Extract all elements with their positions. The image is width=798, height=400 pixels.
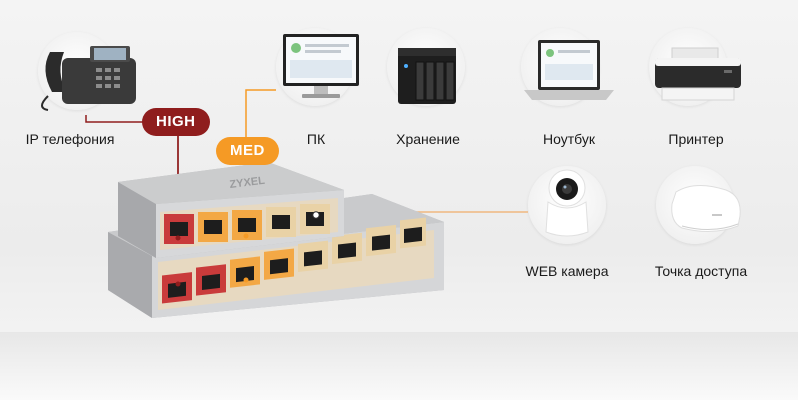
ip-phone-icon: [41, 46, 136, 111]
printer-icon: [655, 47, 741, 101]
printer-label: Принтер: [668, 131, 724, 147]
access-point-label: Точка доступа: [654, 263, 748, 279]
high-priority-badge: HIGH: [142, 108, 210, 136]
laptop-label: Ноутбук: [543, 131, 595, 147]
web-camera-label: WEB камера: [525, 263, 609, 279]
access-point-icon: [671, 185, 741, 232]
laptop-icon: [524, 40, 614, 100]
switch-logo: ZYXEL: [229, 175, 266, 191]
pc-icon: [283, 34, 359, 98]
web-camera-icon: [545, 169, 589, 237]
floor: [0, 332, 798, 400]
switch-top: ZYXEL: [118, 162, 344, 258]
storage-label: Хранение: [396, 131, 460, 147]
ip-phone-label: IP телефония: [25, 131, 115, 147]
pc-label: ПК: [306, 131, 326, 147]
med-priority-badge: MED: [216, 137, 279, 165]
storage-icon: [398, 48, 456, 104]
